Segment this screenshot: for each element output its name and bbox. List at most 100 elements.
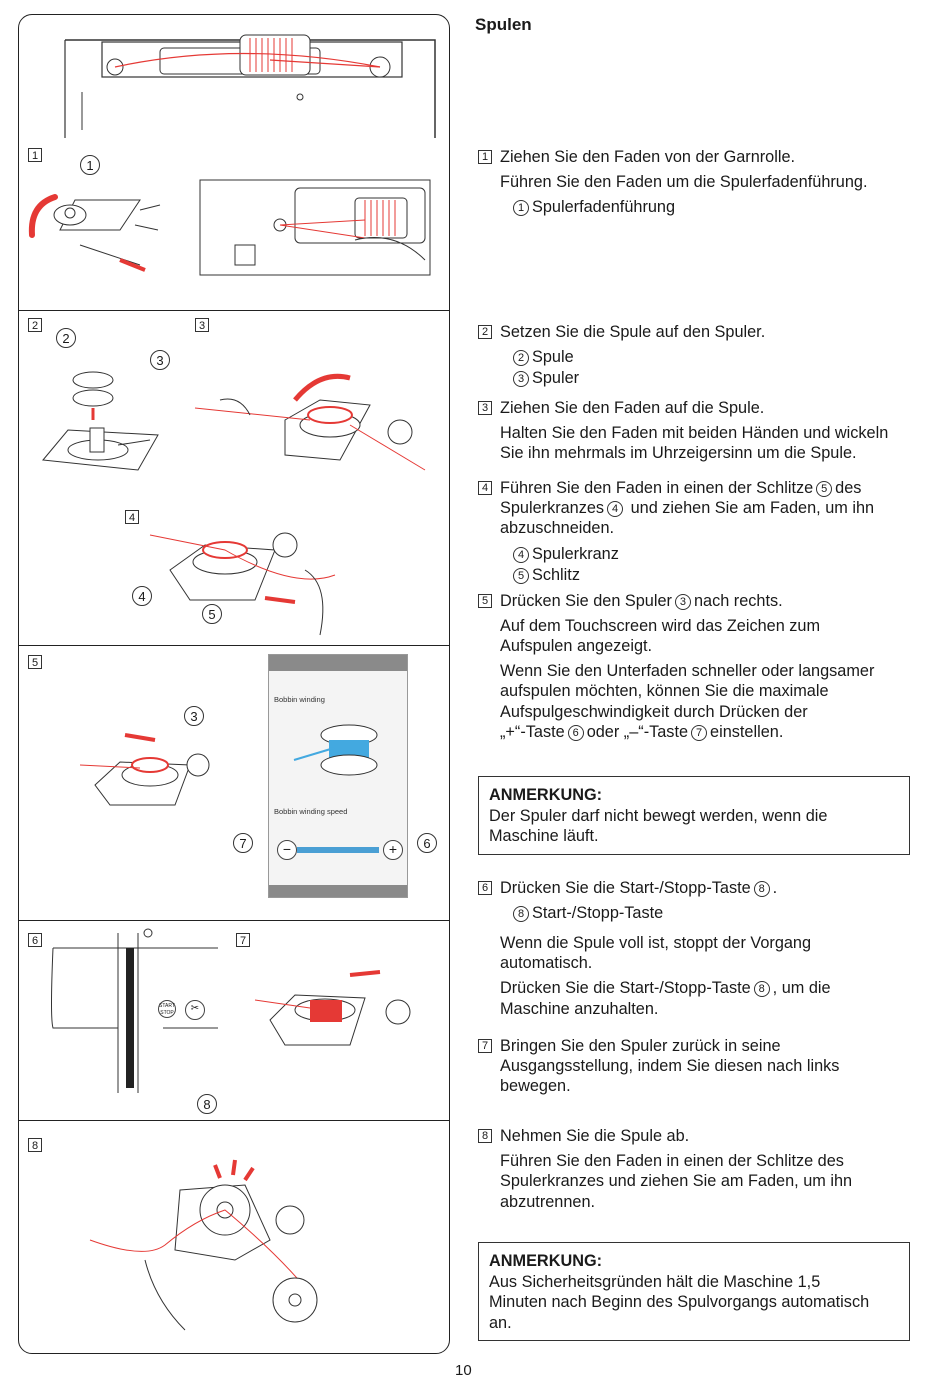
thread-path-illustration — [199, 179, 431, 276]
inline-callout: 8 — [753, 981, 770, 997]
step-number: 7 — [478, 1039, 492, 1053]
figure-callout: 8 — [197, 1094, 217, 1114]
figure-callout: 5 — [202, 604, 222, 624]
winding-thread-illustration — [194, 373, 426, 471]
step-text: Führen Sie den Faden um die Spulerfadenf… — [500, 173, 868, 191]
note-heading: ANMERKUNG: — [489, 1252, 603, 1270]
note-box: ANMERKUNG: Der Spuler darf nicht bewegt … — [478, 776, 910, 855]
start-stop-label-stop: STOP — [160, 1010, 174, 1016]
legend-text: Spulerfadenführung — [532, 198, 676, 216]
plus-icon[interactable]: + — [383, 840, 403, 860]
note-text: an. — [489, 1313, 512, 1332]
bobbin-on-winder-illustration — [42, 371, 159, 471]
step-text: Nehmen Sie die Spule ab. — [500, 1127, 690, 1145]
step-number: 8 — [478, 1129, 492, 1143]
legend-number: 8 — [513, 906, 529, 922]
panel-divider — [18, 1120, 450, 1121]
page-number: 10 — [455, 1362, 472, 1379]
note-box: ANMERKUNG: Aus Sicherheitsgründen hält d… — [478, 1242, 910, 1341]
step-text: abzutrennen. — [500, 1193, 596, 1211]
step-text: Spulerkranzes und ziehen Sie am Faden, u… — [500, 1172, 853, 1190]
touchscreen-bobbin-winding: Bobbin winding Bobbin winding speed − + — [268, 654, 408, 898]
legend-text: Schlitz — [532, 566, 580, 584]
legend-number: 3 — [513, 371, 529, 387]
step-number: 3 — [478, 401, 492, 415]
step-1: 1 Ziehen Sie den Faden von der Garnrolle… — [474, 147, 914, 217]
step-text: Führen Sie den Faden in einen der Schlit… — [500, 1152, 844, 1170]
step-number: 4 — [478, 481, 492, 495]
step-text: Ziehen Sie den Faden von der Garnrolle. — [500, 148, 796, 166]
step-text: Aufspulen angezeigt. — [500, 637, 653, 655]
figure-step-label: 1 — [28, 148, 42, 162]
inline-callout: 7 — [691, 725, 708, 741]
step-text: Bringen Sie den Spuler zurück in seine — [500, 1037, 781, 1055]
figure-step-label: 6 — [28, 933, 42, 947]
step-text: Ziehen Sie den Faden auf die Spule. — [500, 399, 765, 417]
figure-callout: 3 — [184, 706, 204, 726]
remove-bobbin-illustration — [89, 1159, 318, 1331]
figure-step-label: 4 — [125, 510, 139, 524]
figure-step-label: 8 — [28, 1138, 42, 1152]
note-heading: ANMERKUNG: — [489, 786, 603, 804]
inline-callout: 6 — [567, 725, 584, 741]
step-text: Maschine anzuhalten. — [500, 1000, 659, 1018]
step-text: Wenn die Spule voll ist, stoppt der Vorg… — [500, 934, 812, 952]
step-7: 7 Bringen Sie den Spuler zurück in seine… — [474, 1036, 914, 1098]
figure-callout: 4 — [132, 586, 152, 606]
inline-callout: 3 — [674, 594, 691, 610]
scissors-icon[interactable]: ✂ — [185, 1000, 205, 1020]
figure-step-label: 5 — [28, 655, 42, 669]
step-2: 2 Setzen Sie die Spule auf den Spuler. 2… — [474, 322, 914, 392]
note-text: Maschine läuft. — [489, 827, 599, 845]
minus-icon[interactable]: − — [277, 840, 297, 860]
speed-label: Bobbin winding speed — [274, 807, 348, 816]
machine-front-illustration — [51, 928, 218, 1093]
step-text: abzuschneiden. — [500, 519, 615, 537]
legend-text: Spuler — [532, 369, 580, 387]
screen-footer-bar — [269, 885, 407, 897]
note-text: Der Spuler darf nicht bewegt werden, wen… — [489, 806, 828, 825]
cut-thread-illustration — [149, 532, 336, 636]
legend-number: 2 — [513, 350, 529, 366]
note-text: Aus Sicherheitsgründen hält die Maschine… — [489, 1272, 821, 1291]
legend-text: Start-/Stopp-Taste — [532, 904, 664, 922]
return-winder-illustration — [254, 970, 411, 1046]
figure-step-label: 2 — [28, 318, 42, 332]
panel-divider — [18, 645, 450, 646]
note-text: Minuten nach Beginn des Spulvorgangs aut… — [489, 1293, 870, 1311]
thread-guide-illustration — [28, 194, 161, 272]
legend-text: Spulerkranz — [532, 545, 619, 563]
illustration-panel — [18, 14, 450, 1354]
inline-callout: 4 — [607, 501, 624, 517]
step-text: Wenn Sie den Unterfaden schneller oder l… — [500, 662, 875, 680]
step-text: bewegen. — [500, 1077, 571, 1095]
legend-number: 5 — [513, 568, 529, 584]
step-text: Aufspulgeschwindigkeit durch Drücken der — [500, 703, 808, 721]
figure-step-label: 7 — [236, 933, 250, 947]
figure-callout: 3 — [150, 350, 170, 370]
legend-text: Spule — [532, 348, 574, 366]
step-text: Auf dem Touchscreen wird das Zeichen zum — [500, 617, 821, 635]
step-text: Setzen Sie die Spule auf den Spuler. — [500, 323, 766, 341]
legend-number: 1 — [513, 200, 529, 216]
machine-top-illustration — [64, 34, 436, 138]
screen-title: Bobbin winding — [274, 695, 325, 704]
figure-callout: 7 — [233, 833, 253, 853]
start-stop-label-start: START — [159, 1003, 175, 1009]
speed-slider[interactable] — [297, 847, 379, 853]
figure-callout: 1 — [80, 155, 100, 175]
legend-number: 4 — [513, 547, 529, 563]
step-text: Ausgangsstellung, indem Sie diesen nach … — [500, 1057, 840, 1075]
step-text: Halten Sie den Faden mit beiden Händen u… — [500, 424, 889, 442]
